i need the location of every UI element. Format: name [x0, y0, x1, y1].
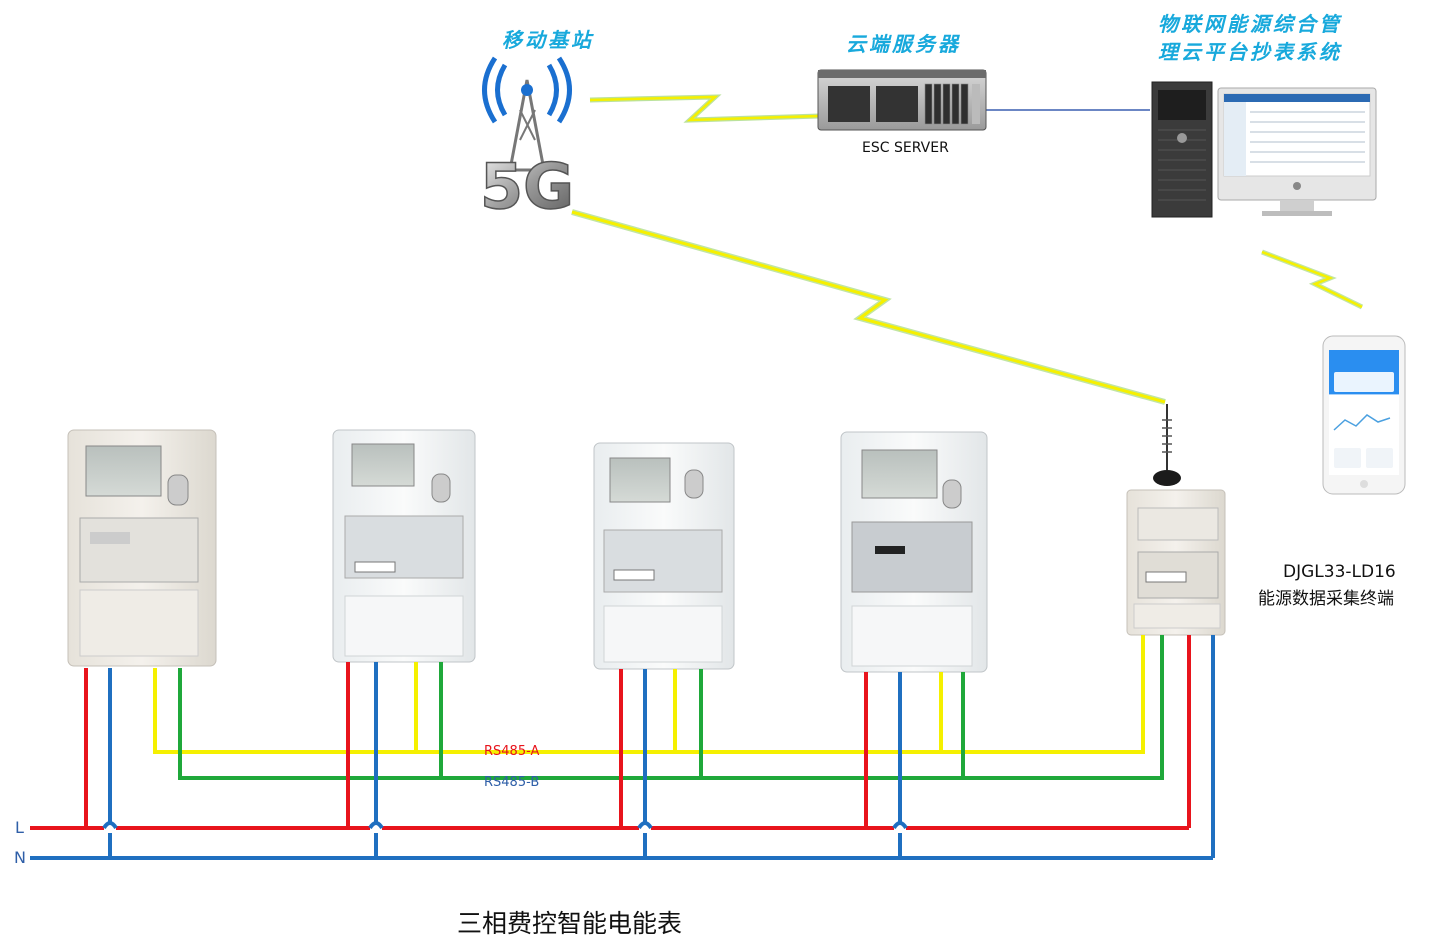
- wireless-bolt-icon: [1261, 249, 1364, 310]
- energy-meter-icon: [67, 429, 217, 667]
- rack-server-icon: [817, 69, 987, 131]
- signal-tower-icon: 5G: [479, 56, 575, 224]
- rs485-b-label: RS485-B: [484, 775, 540, 790]
- server-name-label: ESC SERVER: [862, 140, 949, 156]
- energy-meter-icon: [332, 429, 476, 663]
- data-terminal-icon: [1126, 489, 1226, 636]
- rs485-a-label: RS485-A: [484, 744, 540, 759]
- cloud-server-label: 云端服务器: [846, 32, 961, 56]
- wireless-bolt-icon: [589, 94, 821, 123]
- live-line-label: L: [15, 818, 24, 837]
- terminal-name-label: 能源数据采集终端: [1258, 589, 1394, 609]
- energy-meter-icon: [840, 431, 988, 673]
- rs485-a-bus: [153, 635, 1145, 754]
- meters-caption: 三相费控智能电能表: [457, 909, 683, 938]
- platform-label-line2: 理云平台抄表系统: [1158, 40, 1342, 64]
- smartphone-icon: [1322, 335, 1406, 495]
- neutral-line-label: N: [14, 848, 26, 867]
- live-line: [30, 635, 1191, 830]
- svg-text:5G: 5G: [480, 150, 574, 223]
- neutral-hops: [102, 821, 908, 830]
- wire-crossovers: [104, 823, 906, 833]
- antenna-icon: [1153, 404, 1181, 486]
- desktop-pc-icon: [1151, 81, 1377, 218]
- terminal-model-label: DJGL33-LD16: [1283, 562, 1396, 582]
- wireless-bolt-icon: [571, 209, 1166, 405]
- platform-label-line1: 物联网能源综合管: [1158, 12, 1342, 36]
- base-station-label: 移动基站: [502, 28, 594, 52]
- rs485-b-bus: [178, 635, 1164, 780]
- energy-meter-icon: [593, 442, 735, 670]
